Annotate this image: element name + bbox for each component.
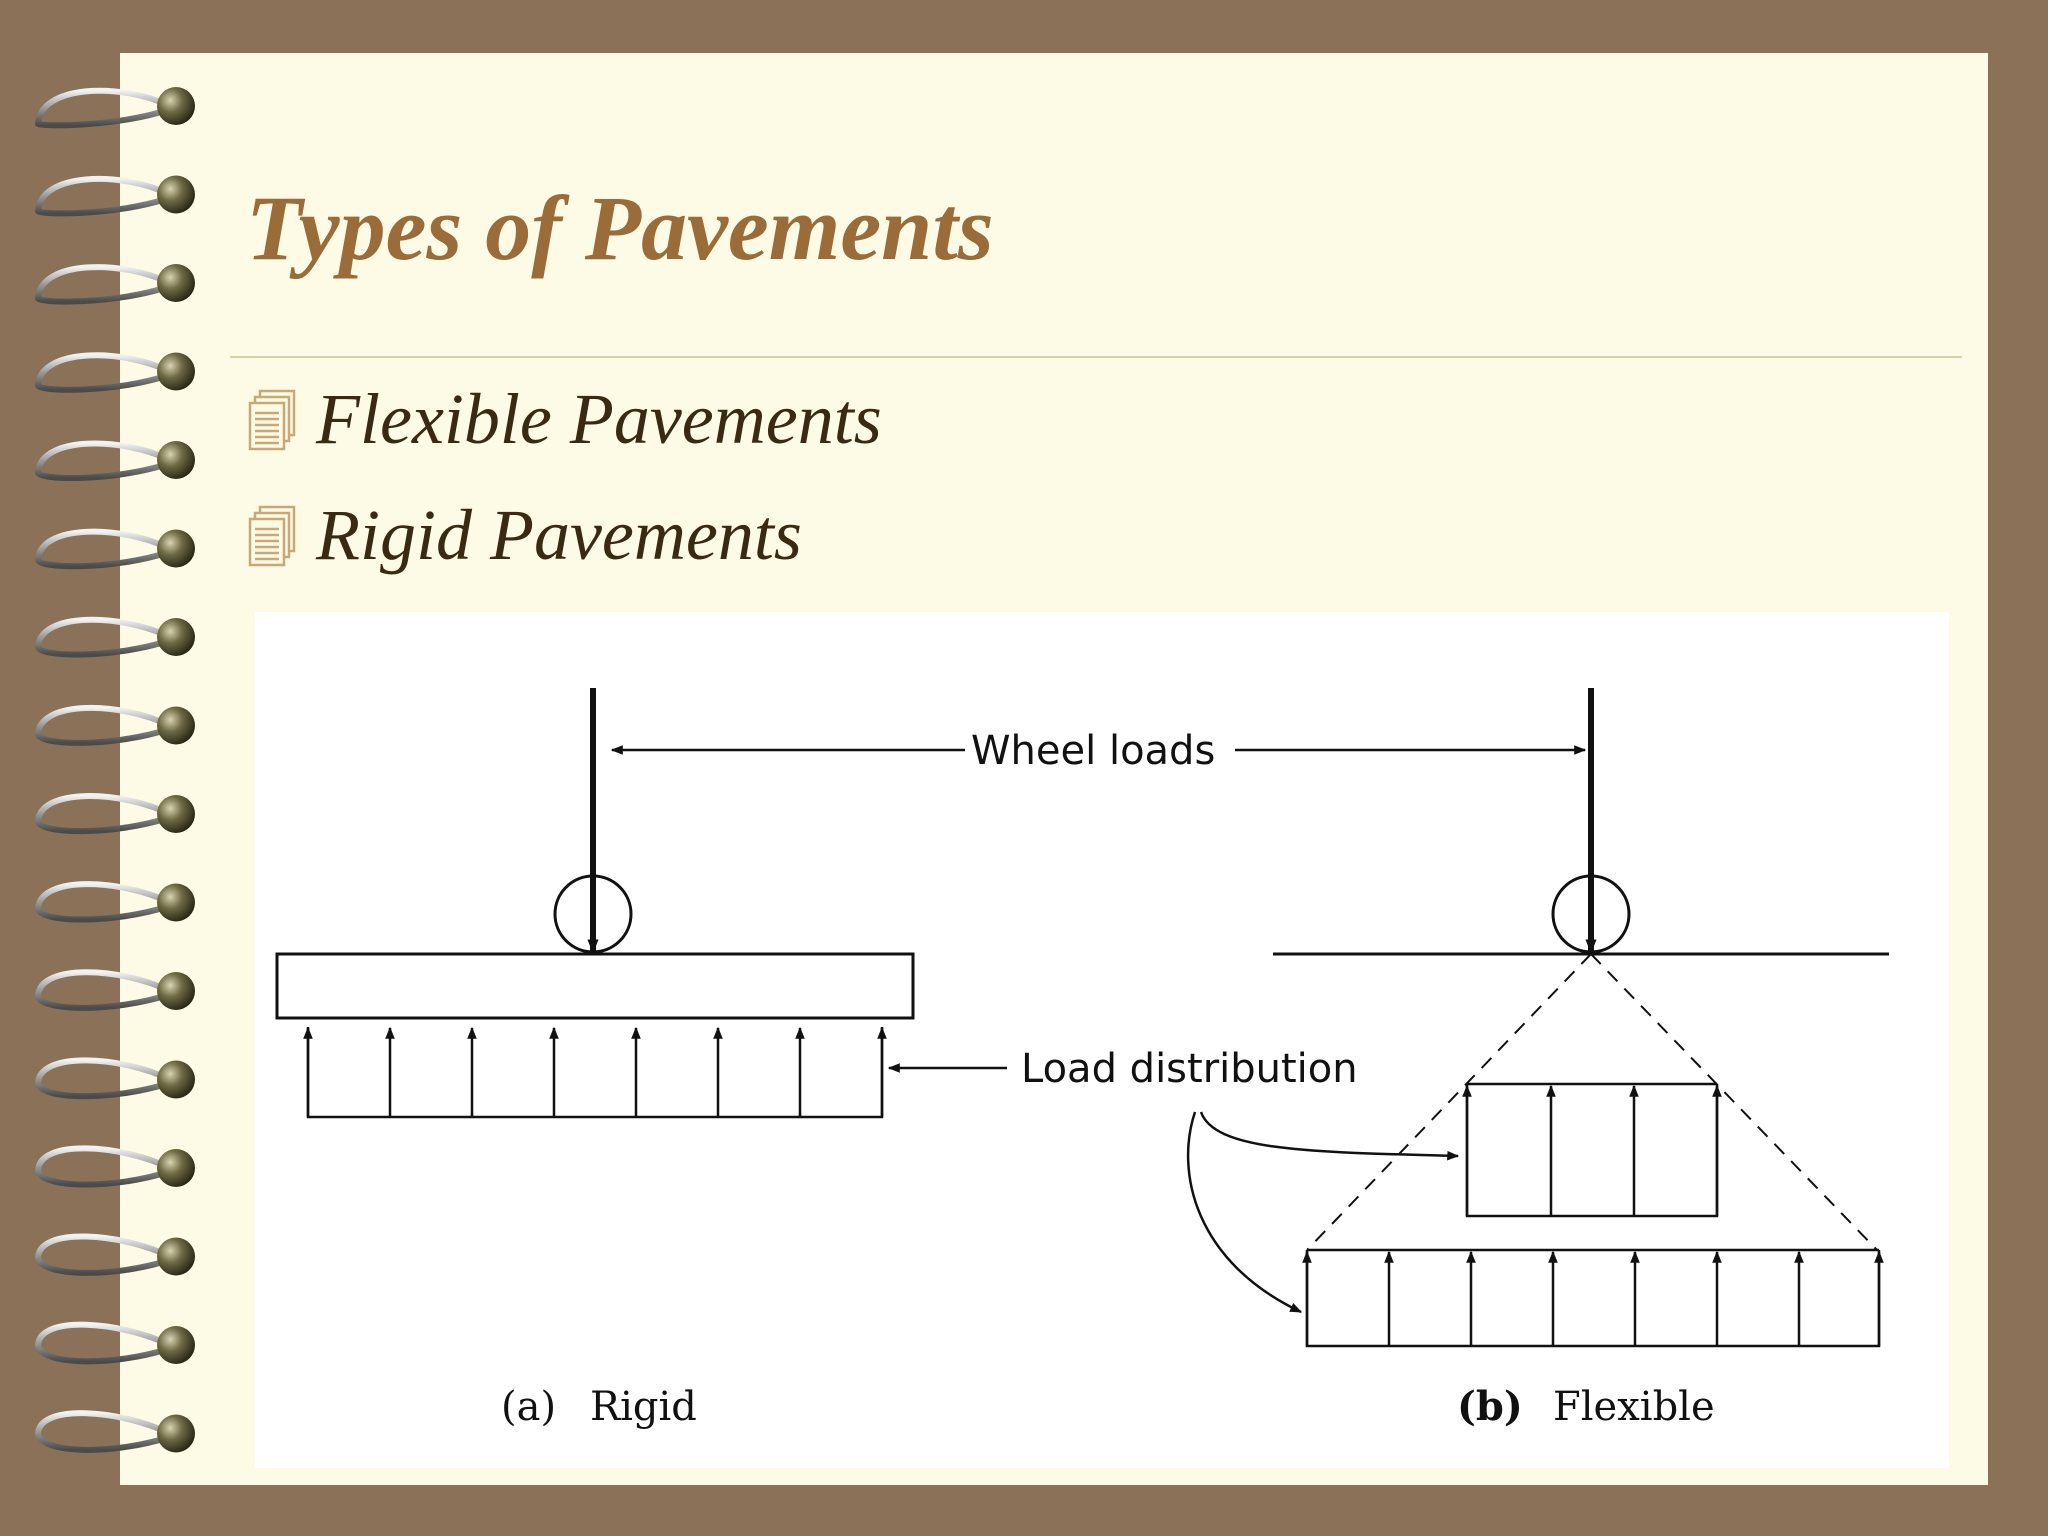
lower-distribution-arrows	[1302, 1250, 1884, 1346]
spiral-ring	[34, 264, 173, 305]
load-distribution-figure: Wheel loads Load distribution (a) Rigid …	[275, 688, 1889, 1430]
spiral-ring	[34, 440, 173, 482]
bullet-flexible-pavements: Flexible Pavements	[246, 378, 882, 461]
flexible-caption: Flexible	[1553, 1384, 1715, 1430]
rigid-slab	[275, 952, 915, 1020]
binding-hole	[157, 529, 195, 568]
upper-distribution-arrows	[1462, 1084, 1722, 1216]
flexible-caption-letter: (b)	[1457, 1383, 1523, 1430]
title-divider	[230, 356, 1962, 358]
binding-hole	[157, 1149, 195, 1187]
binding-hole	[157, 441, 195, 479]
spiral-ring	[34, 969, 173, 1011]
spiral-ring	[34, 528, 173, 570]
wheel-loads-label: Wheel loads	[971, 728, 1215, 774]
binding-hole	[157, 706, 195, 745]
binding-hole	[157, 352, 195, 391]
binding-hole	[157, 1326, 195, 1364]
spiral-ring	[34, 1410, 173, 1453]
spread-line-right	[1590, 953, 1878, 1251]
rigid-distribution-base	[306, 1027, 884, 1119]
upper-distribution-box	[1465, 1084, 1719, 1218]
binding-hole	[157, 1060, 195, 1099]
spiral-ring	[34, 175, 173, 217]
binding-hole	[157, 87, 195, 125]
spiral-ring	[34, 352, 173, 393]
binding-hole	[157, 1414, 195, 1453]
binding-hole	[157, 264, 195, 302]
rigid-caption: Rigid	[590, 1384, 697, 1430]
binding-hole	[157, 795, 195, 833]
lower-distribution-box	[1305, 1250, 1881, 1348]
rigid-distribution-arrows	[303, 1026, 887, 1117]
bullet-text: Flexible Pavements	[316, 379, 882, 459]
binding-hole	[157, 972, 195, 1010]
spiral-ring	[34, 1057, 173, 1100]
spiral-ring	[34, 1321, 173, 1365]
flexible-wheel	[1551, 874, 1631, 954]
spiral-binding	[34, 87, 195, 1453]
spiral-ring	[34, 87, 173, 129]
document-stack-icon	[248, 505, 296, 566]
rigid-wheel	[553, 874, 633, 954]
spiral-ring	[34, 793, 173, 835]
slide-title: Types of Pavements	[246, 177, 994, 279]
curved-pointer-upper	[1199, 1111, 1460, 1161]
spiral-ring	[34, 1233, 173, 1276]
bullet-rigid-pavements: Rigid Pavements	[246, 494, 802, 577]
document-stack-icon	[248, 389, 296, 450]
binding-hole	[157, 618, 195, 656]
spiral-ring	[34, 881, 173, 923]
rigid-caption-letter: (a)	[501, 1384, 556, 1430]
curved-pointer-lower	[1186, 1111, 1303, 1314]
pavement-load-diagram: Wheel loads Load distribution (a) Rigid …	[255, 612, 1949, 1468]
bullet-text: Rigid Pavements	[316, 495, 802, 575]
spiral-ring	[34, 1145, 173, 1188]
spiral-ring	[34, 704, 173, 746]
binding-hole	[157, 883, 195, 922]
spread-line-left	[1306, 953, 1592, 1251]
spiral-ring	[34, 616, 173, 658]
binding-hole	[157, 1237, 195, 1276]
binding-hole	[157, 175, 195, 214]
load-distribution-label: Load distribution	[1021, 1046, 1358, 1092]
